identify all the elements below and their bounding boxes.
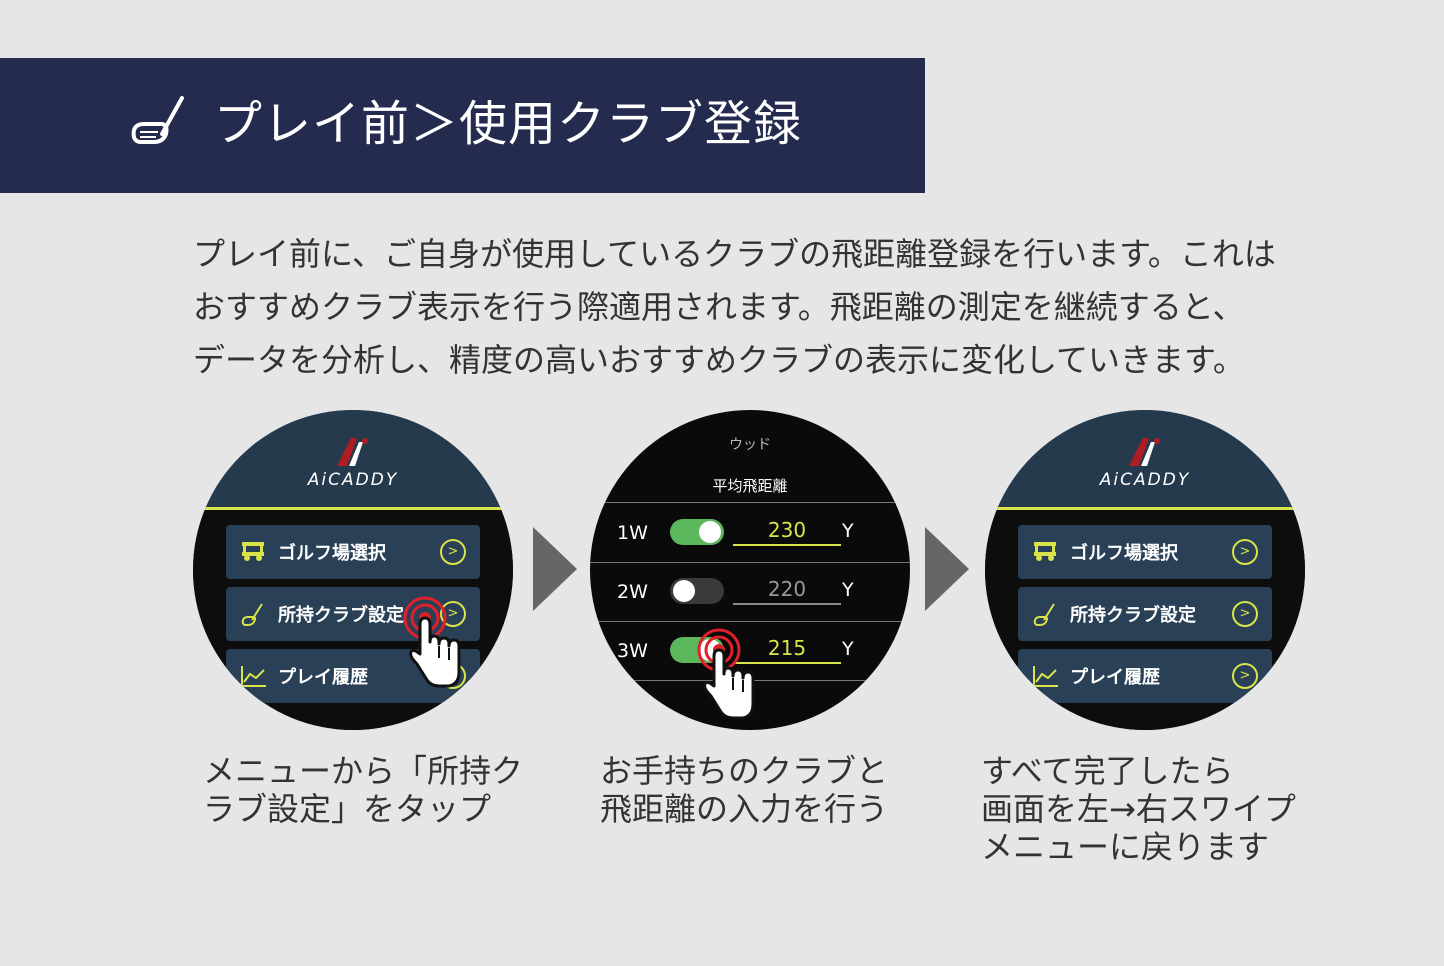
caption-line: 画面を左→右スワイプ [981,790,1296,828]
golf-club-icon [1033,603,1055,626]
club-name: 1W [617,522,648,544]
golf-cart-icon [1034,542,1056,561]
step-arrow-icon [533,527,577,611]
menu-item-golf-course[interactable]: ゴルフ場選択 > [226,525,480,579]
intro-line: おすすめクラブ表示を行う際適用されます。飛距離の測定を継続すると、 [193,288,1245,326]
menu-divider [193,507,513,510]
menu-item-label: プレイ履歴 [278,667,368,688]
intro-line: データを分析し、精度の高いおすすめクラブの表示に変化していきます。 [193,341,1245,379]
club-distance-input[interactable]: 230 [767,518,807,542]
aicaddy-logo-icon [1129,438,1160,466]
row-divider [590,621,910,622]
distance-unit: Y [842,520,854,542]
caption-line: メニューに戻ります [981,828,1270,866]
club-category: ウッド [729,437,771,453]
avg-distance-label: 平均飛距離 [712,477,788,495]
line-chart-icon [241,666,266,687]
menu-item-label: ゴルフ場選択 [278,543,386,564]
club-name: 3W [617,640,648,662]
distance-unit: Y [842,579,854,601]
chevron-right-icon: > [440,539,466,565]
caption-line: メニューから「所持ク [203,752,524,790]
club-toggle[interactable] [670,578,724,604]
menu-divider [985,507,1305,510]
chevron-right-icon: > [1232,601,1258,627]
watch-screen-menu: AiCADDY ゴルフ場選択 > 所持クラブ設定 > プレイ履歴 > [193,410,513,730]
menu-item-label: ゴルフ場選択 [1070,543,1178,564]
aicaddy-logo-icon [337,438,368,466]
caption-line: お手持ちのクラブと [600,752,889,790]
menu-item-play-history[interactable]: プレイ履歴 > [1018,649,1272,703]
distance-underline [733,603,841,605]
club-distance-input[interactable]: 220 [767,577,807,601]
page-title: プレイ前＞使用クラブ登録 [214,96,803,152]
club-row: 3W 215 Y [590,626,910,684]
club-name: 2W [617,581,648,603]
intro-line: プレイ前に、ご自身が使用しているクラブの飛距離登録を行います。これは [193,235,1276,273]
line-chart-icon [1033,666,1058,687]
logo-text: AiCADDY [1099,470,1191,490]
distance-underline [733,544,841,546]
step-arrow-icon [925,527,969,611]
logo-text: AiCADDY [307,470,399,490]
caption-line: 飛距離の入力を行う [600,790,889,828]
tap-hand-icon [697,628,755,720]
menu-item-golf-course[interactable]: ゴルフ場選択 > [1018,525,1272,579]
step-caption-3: すべて完了したら 画面を左→右スワイプ メニューに戻ります [981,752,1296,866]
caption-line: ラブ設定」をタップ [203,790,492,828]
chevron-right-icon: > [1232,663,1258,689]
step-caption-1: メニューから「所持ク ラブ設定」をタップ [203,752,523,828]
club-row: 1W 230 Y [590,508,910,566]
chevron-right-icon: > [440,601,466,627]
menu-item-label: プレイ履歴 [1070,667,1160,688]
menu-item-club-settings[interactable]: 所持クラブ設定 > [1018,587,1272,641]
distance-underline [733,662,841,664]
distance-unit: Y [842,638,854,660]
club-row: 2W 220 Y [590,567,910,625]
intro-text: プレイ前に、ご自身が使用しているクラブの飛距離登録を行います。これは おすすめク… [193,228,1333,387]
row-divider [590,502,910,503]
club-toggle[interactable] [670,519,724,545]
menu-item-label: 所持クラブ設定 [278,605,404,626]
tap-hand-icon [403,596,461,688]
step-caption-2: お手持ちのクラブと 飛距離の入力を行う [600,752,888,828]
chevron-right-icon: > [1232,539,1258,565]
caption-line: すべて完了したら [981,752,1234,790]
row-divider [590,562,910,563]
golf-cart-icon [242,542,264,561]
golf-club-icon [131,96,184,144]
watch-screen-menu-return: AiCADDY ゴルフ場選択 > 所持クラブ設定 > プレイ履歴 > [985,410,1305,730]
golf-club-icon [241,603,263,626]
menu-item-label: 所持クラブ設定 [1070,605,1196,626]
club-distance-input[interactable]: 215 [767,636,807,660]
